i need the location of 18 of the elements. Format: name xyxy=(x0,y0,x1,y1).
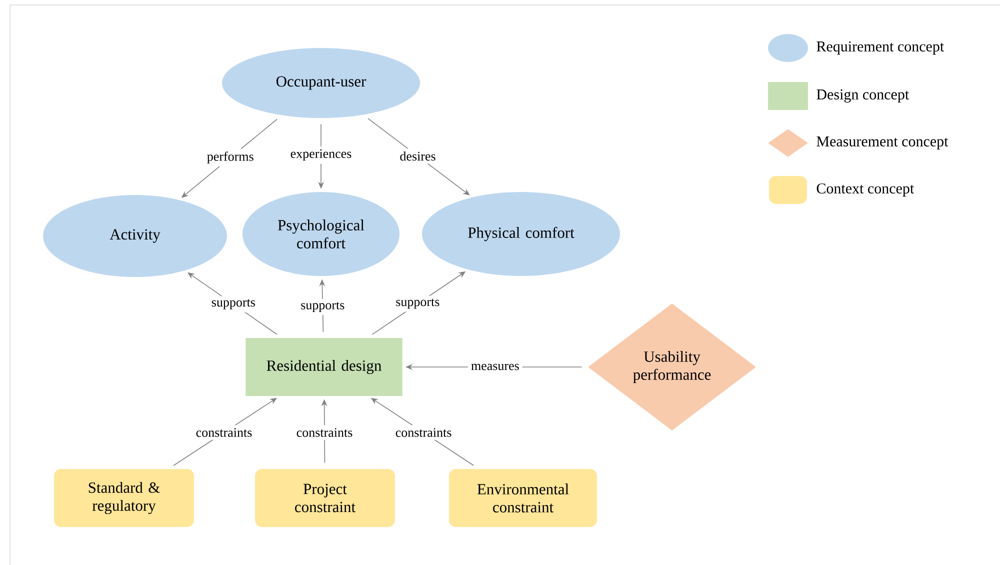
edge-label: performs xyxy=(204,148,257,167)
edge-label: supports xyxy=(392,296,443,312)
legend-label: Design concept xyxy=(816,89,910,103)
legend-label: Context concept xyxy=(816,183,914,197)
design-box: Residential design xyxy=(246,338,402,396)
context-box: Environmental constraint xyxy=(449,469,597,527)
edge-label: constraints xyxy=(293,425,356,440)
legend-label: Measurement concept xyxy=(816,136,948,150)
edge-label: desires xyxy=(396,148,439,164)
edge-label: measures xyxy=(468,360,522,374)
context-box: Standard & regulatory xyxy=(54,469,194,527)
edge-label: supports xyxy=(298,298,348,316)
edge-label: constraints xyxy=(192,425,256,440)
context-box: Project constraint xyxy=(255,469,395,527)
legend-label: Requirement concept xyxy=(816,41,944,55)
edge-label: experiences xyxy=(287,146,355,164)
edge-label: supports xyxy=(208,296,258,312)
edge-label: constraints xyxy=(392,425,455,440)
